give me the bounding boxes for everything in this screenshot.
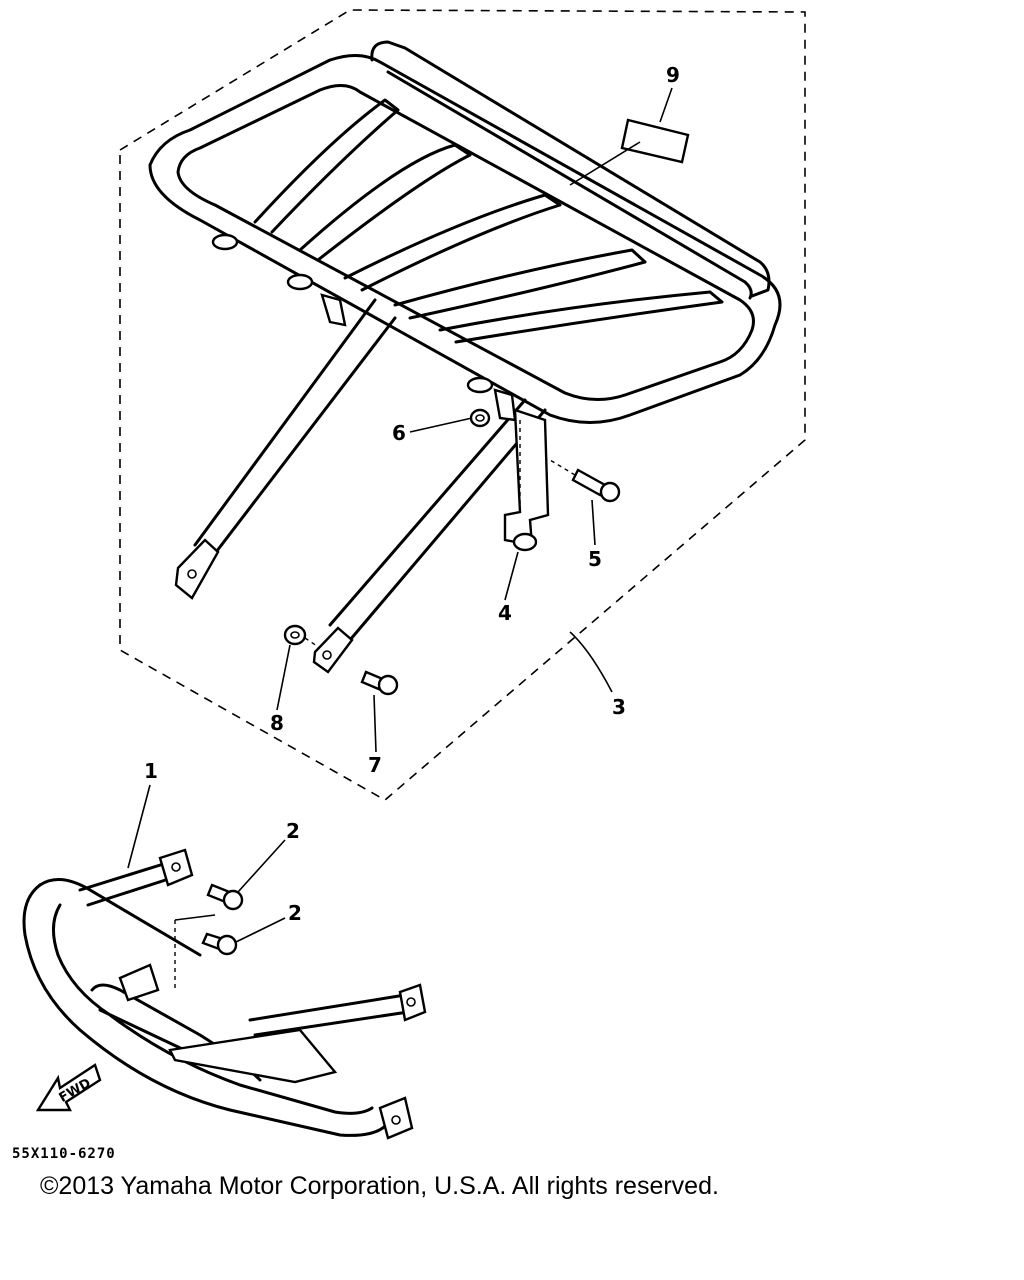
callout-7: 7 [368, 753, 382, 777]
callout-3: 3 [612, 695, 626, 719]
callout-2b: 2 [288, 901, 302, 925]
drawing-code: 55X110-6270 [12, 1146, 116, 1162]
parts-diagram: FWD 9 6 5 4 3 8 7 1 2 2 55X110-6270 [12, 9, 806, 1162]
callout-6: 6 [392, 421, 406, 445]
callout-2a: 2 [286, 819, 300, 843]
front-guard [22, 848, 427, 1140]
washer-part-8 [283, 624, 321, 649]
bolt-part-5 [549, 459, 621, 503]
assembly-boundary [119, 9, 806, 801]
copyright-notice: ©2013 Yamaha Motor Corporation, U.S.A. A… [40, 1172, 719, 1200]
nut-part-6 [469, 408, 491, 428]
bolt-part-2a [206, 883, 244, 911]
bolt-part-7 [360, 670, 399, 696]
rear-carrier [148, 40, 782, 674]
label-decal [620, 118, 690, 164]
bolt-part-2b [201, 932, 238, 956]
callout-8: 8 [270, 711, 284, 735]
callout-4: 4 [498, 601, 512, 625]
forward-arrow-icon: FWD [35, 1063, 102, 1112]
bracket-part-4 [503, 408, 550, 552]
callout-5: 5 [588, 547, 602, 571]
callout-9: 9 [666, 63, 680, 87]
callout-1: 1 [144, 759, 158, 783]
